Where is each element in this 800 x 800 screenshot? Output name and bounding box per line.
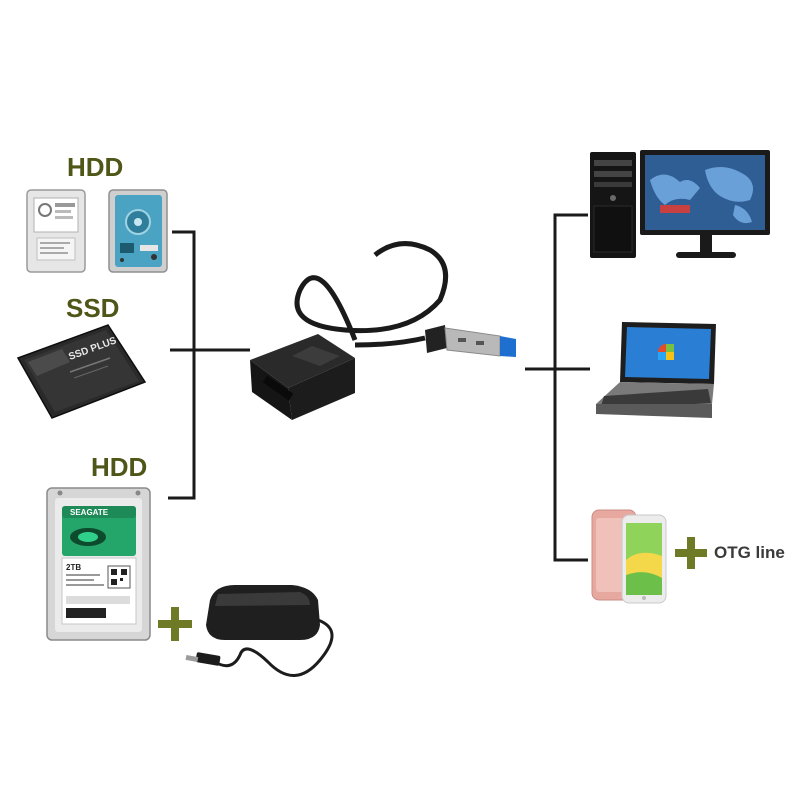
usb-sata-adapter-icon [250,241,516,420]
hdd-top-label: HDD [67,152,124,182]
plus-icon-adapter [158,607,192,641]
power-adapter-icon [185,585,334,677]
monitor-icon [640,150,770,258]
laptop-icon [596,322,716,418]
hdd-bottom-label: HDD [91,452,148,482]
left-vertical-bracket [168,230,196,500]
smartphone-icon [591,509,667,604]
hdd-brand-text: SEAGATE [70,508,109,517]
hdd-2-5-label-icon [26,189,86,273]
ssd-label: SSD [66,293,120,323]
ssd-icon: SSD PLUS [16,324,147,419]
hdd-2-5-board-icon [108,189,168,273]
hdd-3-5-icon: SEAGATE 2TB [46,487,151,641]
desktop-pc-icon [590,152,636,258]
right-bracket-lines [525,213,590,562]
right-vertical-bracket [553,213,588,562]
hdd-capacity-text: 2TB [66,563,81,572]
otg-line-label: OTG line [714,543,785,562]
plus-icon-otg [675,537,707,569]
left-bracket-lines [168,230,250,500]
